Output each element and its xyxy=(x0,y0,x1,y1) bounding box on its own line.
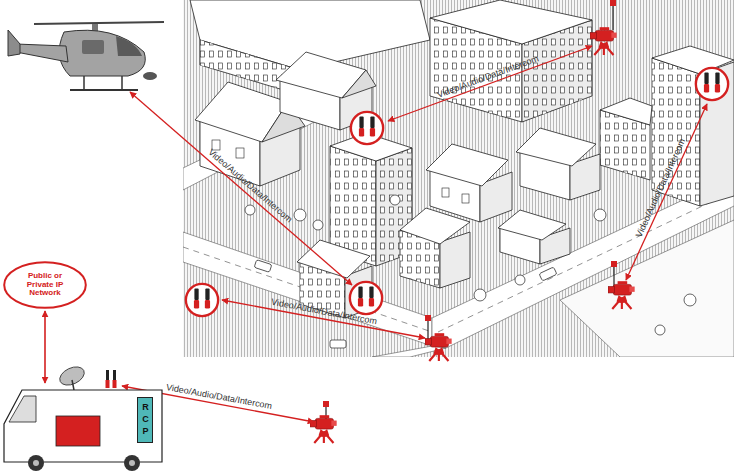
wireless-camera xyxy=(590,27,617,55)
city-illustration-part-part xyxy=(245,205,255,215)
signal-arrow-part xyxy=(222,300,425,338)
city-illustration-part xyxy=(183,0,734,357)
helicopter-icon-part xyxy=(34,22,164,24)
city-illustration-part-part xyxy=(539,267,557,281)
signal-arrow-part xyxy=(626,104,707,280)
city-illustration-part-part xyxy=(655,325,665,335)
receiver-antenna xyxy=(186,284,218,316)
city-illustration-part xyxy=(498,210,566,240)
city-illustration-part xyxy=(560,220,734,357)
ob-van-part xyxy=(56,416,100,446)
helicopter-icon-part xyxy=(8,30,20,56)
city-illustration-part xyxy=(236,148,244,158)
city-illustration-part xyxy=(442,188,449,197)
helicopter-icon-part xyxy=(82,40,104,54)
city-illustration-part xyxy=(245,195,696,335)
network-ellipse: Public or Private IP Network xyxy=(3,261,87,309)
camera-antenna-part xyxy=(611,261,617,267)
helicopter-icon-part xyxy=(116,36,142,56)
receiver-antenna xyxy=(350,282,382,314)
city-illustration-part-part xyxy=(684,294,696,306)
wireless-camera xyxy=(425,333,452,361)
city-illustration-part xyxy=(600,98,652,125)
ob-van-part xyxy=(124,455,140,471)
city-illustration-part xyxy=(462,194,469,203)
ob-van-part xyxy=(4,390,162,462)
signal-arrow-part xyxy=(130,92,352,285)
city-illustration-part-part xyxy=(474,289,486,301)
node-outline xyxy=(4,262,86,308)
city-illustration-part-part xyxy=(330,340,346,348)
node-label: RCP xyxy=(141,402,150,438)
wireless-camera xyxy=(310,415,337,443)
helicopter-icon-part xyxy=(16,44,68,62)
camera-antenna-part xyxy=(610,0,616,6)
camera-antenna-part xyxy=(323,401,329,407)
city-illustration-part-part xyxy=(594,209,606,221)
helicopter-icon xyxy=(8,22,164,90)
helicopter-icon-part xyxy=(70,89,138,91)
city-illustration-part xyxy=(430,0,592,44)
ob-van-part xyxy=(28,455,44,471)
ob-van-part xyxy=(106,380,110,388)
city-illustration-part xyxy=(183,0,734,357)
signal-arrow-part xyxy=(388,46,592,121)
receiver-antenna xyxy=(696,68,728,100)
ob-van-part xyxy=(72,380,74,390)
ob-van-part xyxy=(129,460,135,466)
city-illustration-part-part xyxy=(390,195,400,205)
ob-van-part xyxy=(57,363,87,388)
helicopter-icon-part xyxy=(83,76,85,90)
city-illustration-part-part xyxy=(313,220,323,230)
helicopter-icon-part xyxy=(121,76,123,90)
city-illustration-part xyxy=(516,128,596,166)
ob-van-part xyxy=(113,380,117,388)
city-illustration-part-part xyxy=(294,209,306,221)
ob-van-part xyxy=(9,396,36,422)
city-illustration-part-part xyxy=(515,275,525,285)
wireless-camera xyxy=(608,281,635,309)
receiver-antenna xyxy=(351,112,383,144)
city-illustration-part-part xyxy=(254,260,272,273)
ob-van xyxy=(4,363,162,471)
camera-antenna xyxy=(323,0,617,422)
rcp-box: RCP xyxy=(137,397,153,443)
signal-arrow xyxy=(45,46,707,422)
camera-antenna-part xyxy=(425,315,431,321)
ob-van-part xyxy=(33,460,39,466)
helicopter-icon-part xyxy=(59,30,145,76)
helicopter-icon-part xyxy=(143,72,157,80)
signal-arrow-part xyxy=(44,311,46,383)
camera-antenna-part xyxy=(612,2,613,30)
city-illustration-part xyxy=(426,144,508,186)
city-illustration-part xyxy=(297,240,370,278)
city-illustration-part xyxy=(342,70,376,98)
city-illustration xyxy=(183,0,734,357)
node-label: Public or Private IP Network xyxy=(22,272,68,298)
